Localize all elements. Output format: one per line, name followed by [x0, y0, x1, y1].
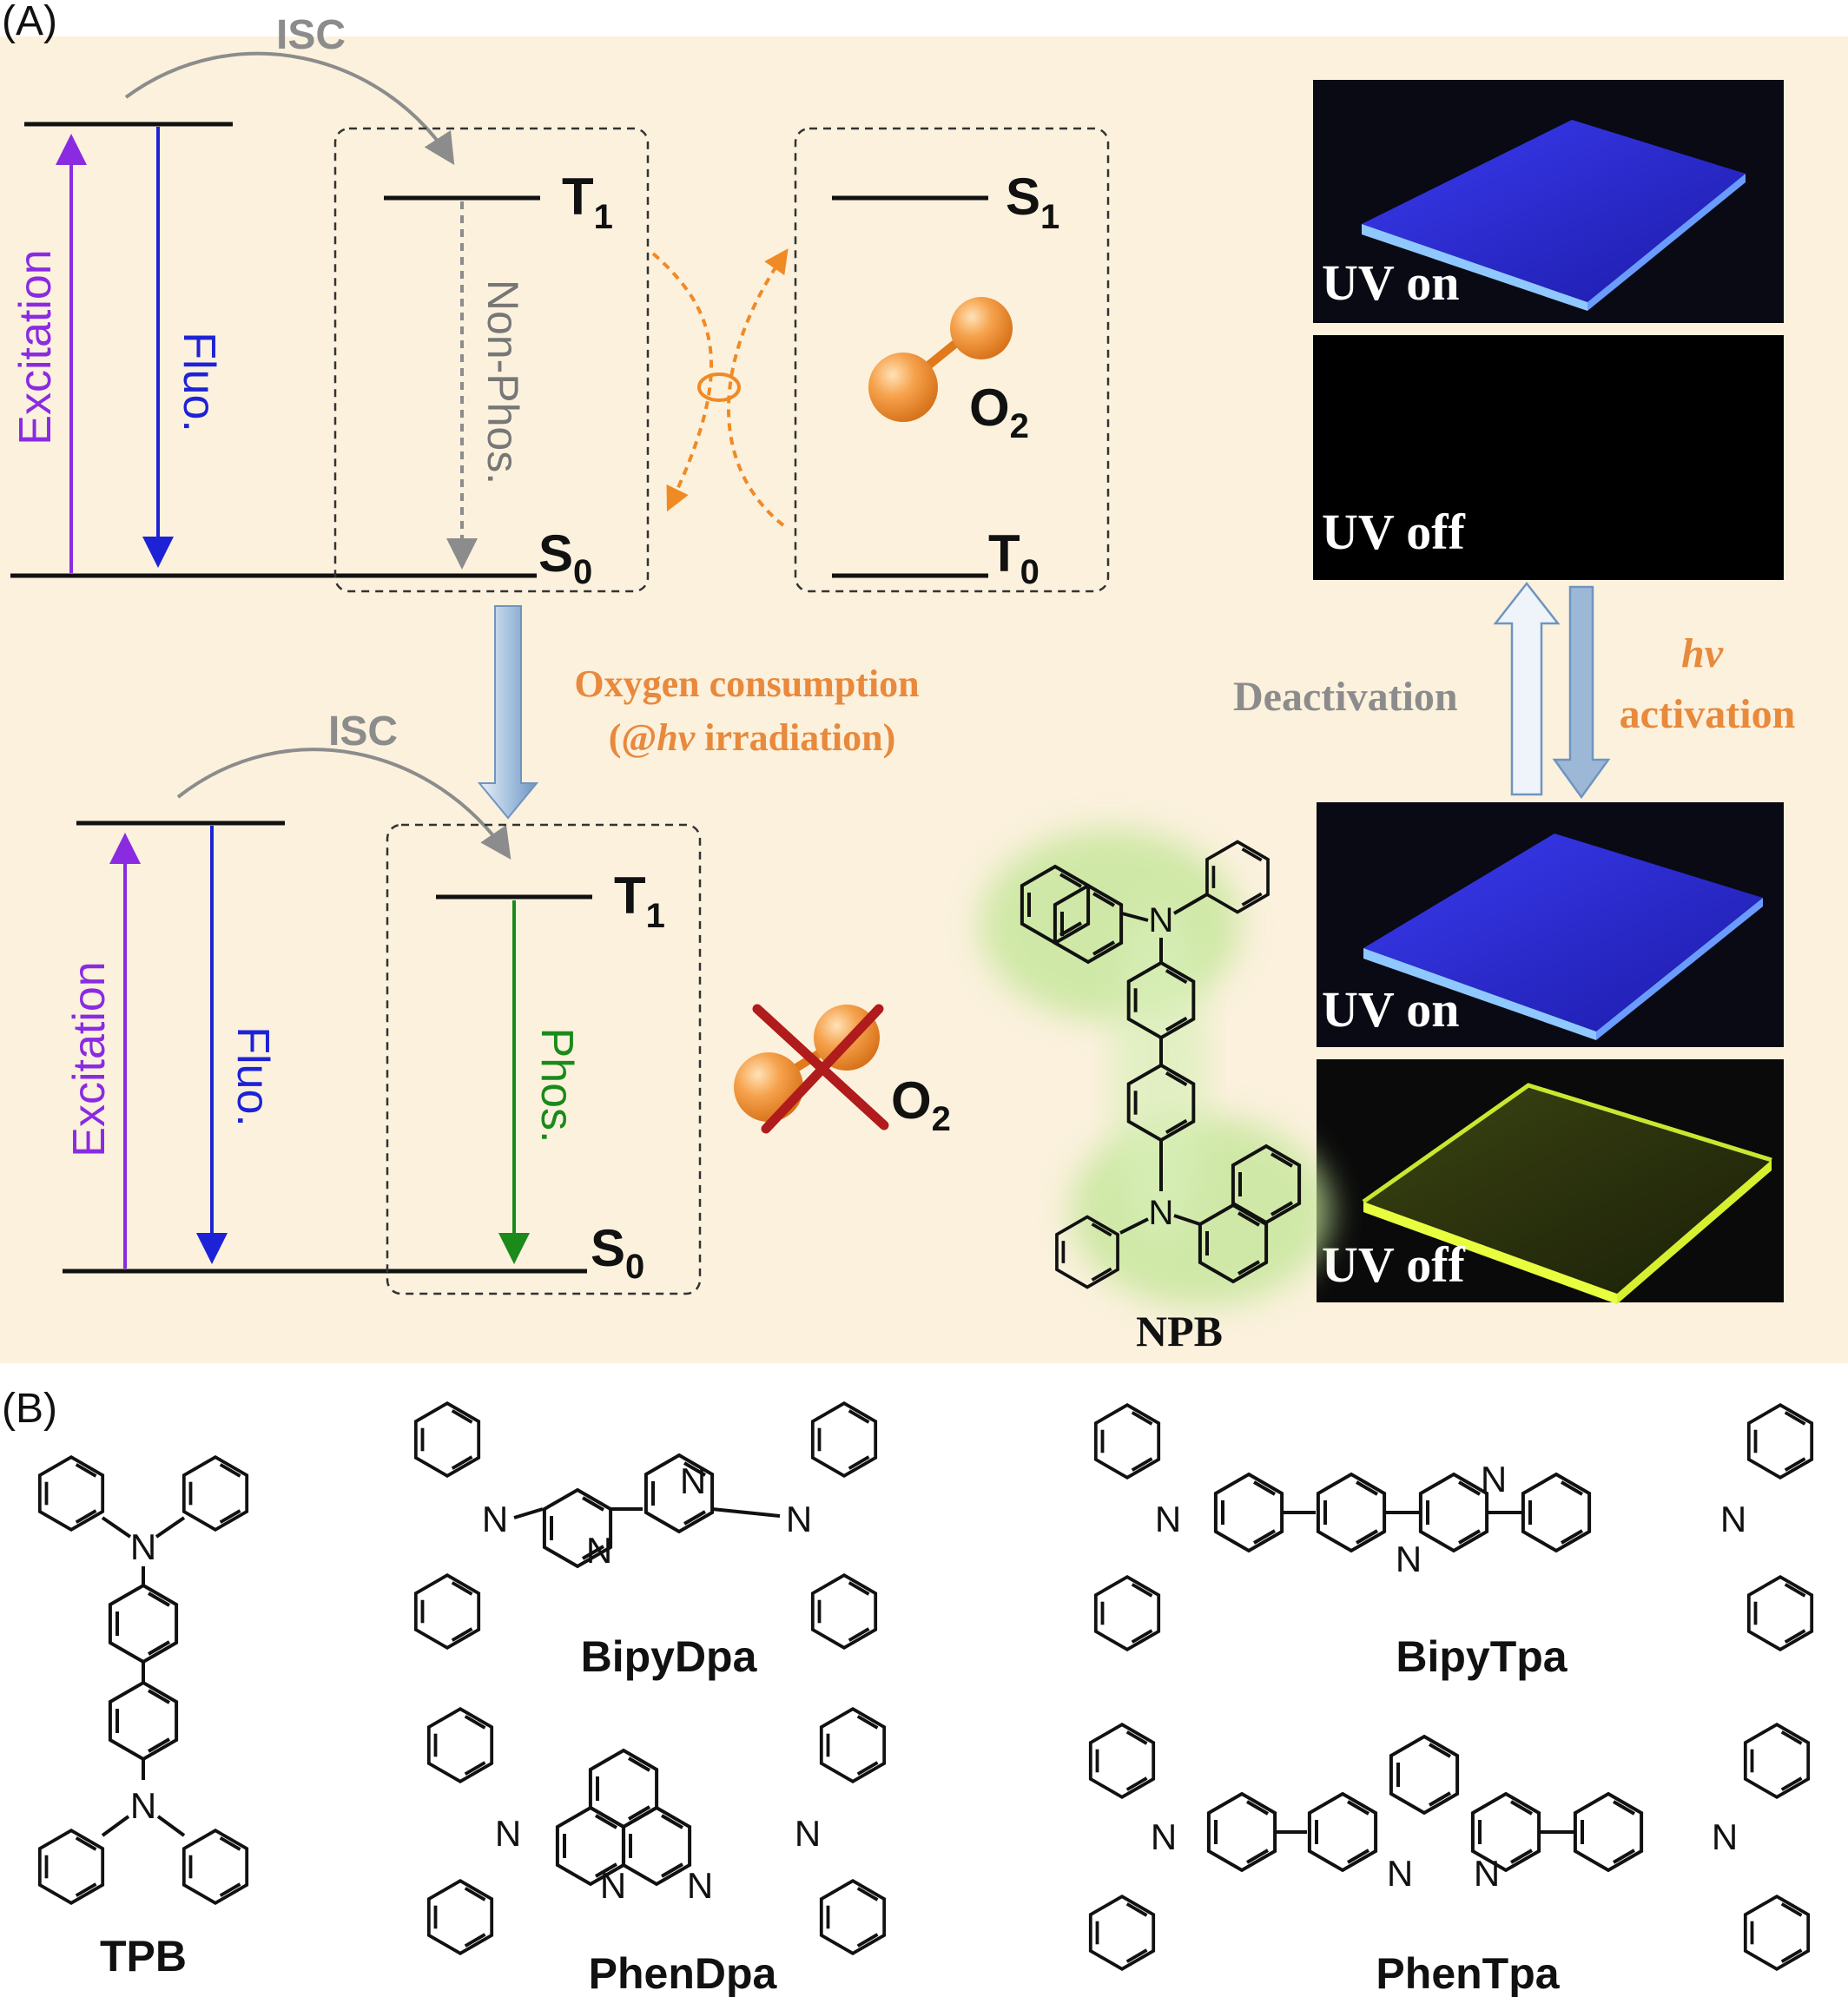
spin-coupling-ring: [697, 372, 741, 402]
transfer-arrow-down: [651, 252, 713, 512]
bipytpa-structure: N N N N BipyTpa: [1093, 1403, 1814, 1681]
phos-label: Phos.: [531, 1028, 582, 1143]
deactivation-arrow: [1493, 581, 1561, 796]
isc-arrow-top: [124, 51, 455, 166]
svg-text:N: N: [1155, 1499, 1181, 1539]
panel-a-label: (A): [2, 0, 57, 44]
transfer-arrow-up: [727, 248, 789, 527]
hv-label: hv: [1681, 630, 1724, 676]
isc-arrow-bottom: [176, 748, 512, 860]
uv-off-label-1: UV off: [1322, 504, 1466, 560]
panel-b-label: (B): [2, 1386, 57, 1432]
svg-text:N: N: [680, 1460, 706, 1501]
triplet-box-top: [333, 127, 650, 593]
cross-line-2: [761, 1004, 884, 1134]
svg-text:N: N: [1481, 1459, 1507, 1499]
jablonski-top: Excitation Fluo. ISC T1 Non-Phos. S0 S1 …: [10, 12, 1110, 593]
bipydpa-label: BipyDpa: [581, 1632, 758, 1681]
svg-text:N: N: [795, 1813, 821, 1854]
svg-text:N: N: [482, 1499, 508, 1539]
oxygen-molecule-top: [868, 297, 1013, 422]
svg-text:N: N: [1720, 1499, 1746, 1539]
oxygen-consumption: Oxygen consumption (@hv irradiation): [477, 605, 920, 820]
npb-label: NPB: [1136, 1307, 1223, 1355]
excitation-label-top: Excitation: [10, 249, 61, 445]
svg-text:N: N: [495, 1813, 521, 1854]
t1-label-bottom: T1: [614, 867, 665, 935]
svg-text:N: N: [1474, 1853, 1500, 1894]
o2-t0-label: T0: [988, 524, 1040, 591]
irradiation-label: (@hv irradiation): [609, 716, 896, 759]
deactivation-label: Deactivation: [1233, 674, 1458, 720]
npb-n-bottom: N: [1149, 1194, 1174, 1232]
svg-text:N: N: [586, 1530, 612, 1571]
svg-text:N: N: [130, 1785, 156, 1826]
s0-label-top: S0: [538, 524, 592, 591]
activation-arrow: [1552, 585, 1611, 800]
npb-structure: N N NPB: [980, 829, 1330, 1355]
tpb-structure: N N TPB: [37, 1455, 249, 1981]
phentpa-label: PhenTpa: [1376, 1949, 1560, 1997]
tpb-label: TPB: [100, 1932, 187, 1981]
npb-n-top: N: [1149, 901, 1174, 939]
photo-uv-off-bottom: UV off: [1317, 1059, 1784, 1304]
svg-text:N: N: [1396, 1539, 1422, 1579]
o2-label-bottom: O2: [891, 1071, 951, 1138]
photo-uv-on-bottom: UV on: [1317, 802, 1784, 1047]
phendpa-label: PhenDpa: [589, 1949, 778, 1997]
switch-arrows: Deactivation hv activation: [1233, 581, 1796, 800]
oxygen-consumption-label: Oxygen consumption: [574, 662, 919, 705]
isc-label-top: ISC: [276, 12, 346, 58]
fluo-label-top: Fluo.: [174, 332, 224, 432]
bipydpa-structure: N N N N BipyDpa: [413, 1401, 878, 1681]
triplet-box-bottom: [386, 823, 702, 1295]
phendpa-structure: N N N N PhenDpa: [426, 1707, 887, 1997]
excitation-label-bottom: Excitation: [64, 961, 115, 1157]
o2-s1-label: S1: [1006, 168, 1059, 236]
phentpa-structure: N N N N PhenTpa: [1088, 1723, 1811, 1997]
uv-on-label-1: UV on: [1322, 254, 1459, 311]
o2-label-top: O2: [969, 379, 1029, 445]
oxygen-consumption-arrow: [477, 605, 539, 820]
uv-off-label-2: UV off: [1322, 1236, 1466, 1293]
svg-text:N: N: [600, 1865, 626, 1906]
bipytpa-label: BipyTpa: [1396, 1632, 1568, 1681]
photo-uv-on-top: UV on: [1313, 80, 1784, 323]
s0-label-bottom: S0: [591, 1219, 644, 1286]
activation-label: activation: [1620, 691, 1796, 737]
oxygen-box: [794, 127, 1110, 593]
oxygen-molecule-crossed: [734, 1004, 889, 1134]
jablonski-bottom: Excitation Fluo. ISC T1 Phos. S0 O2: [63, 709, 951, 1295]
fluo-label-bottom: Fluo.: [228, 1026, 278, 1127]
svg-text:N: N: [1712, 1816, 1738, 1857]
non-phos-label: Non-Phos.: [478, 280, 527, 484]
isc-label-bottom: ISC: [328, 709, 398, 755]
svg-text:N: N: [786, 1499, 812, 1539]
svg-text:N: N: [1387, 1853, 1413, 1894]
svg-text:N: N: [130, 1526, 156, 1567]
t1-label-top: T1: [562, 168, 613, 236]
svg-text:N: N: [1151, 1816, 1177, 1857]
uv-on-label-2: UV on: [1322, 981, 1459, 1038]
svg-text:N: N: [687, 1865, 713, 1906]
photo-uv-off-top: UV off: [1313, 335, 1784, 580]
